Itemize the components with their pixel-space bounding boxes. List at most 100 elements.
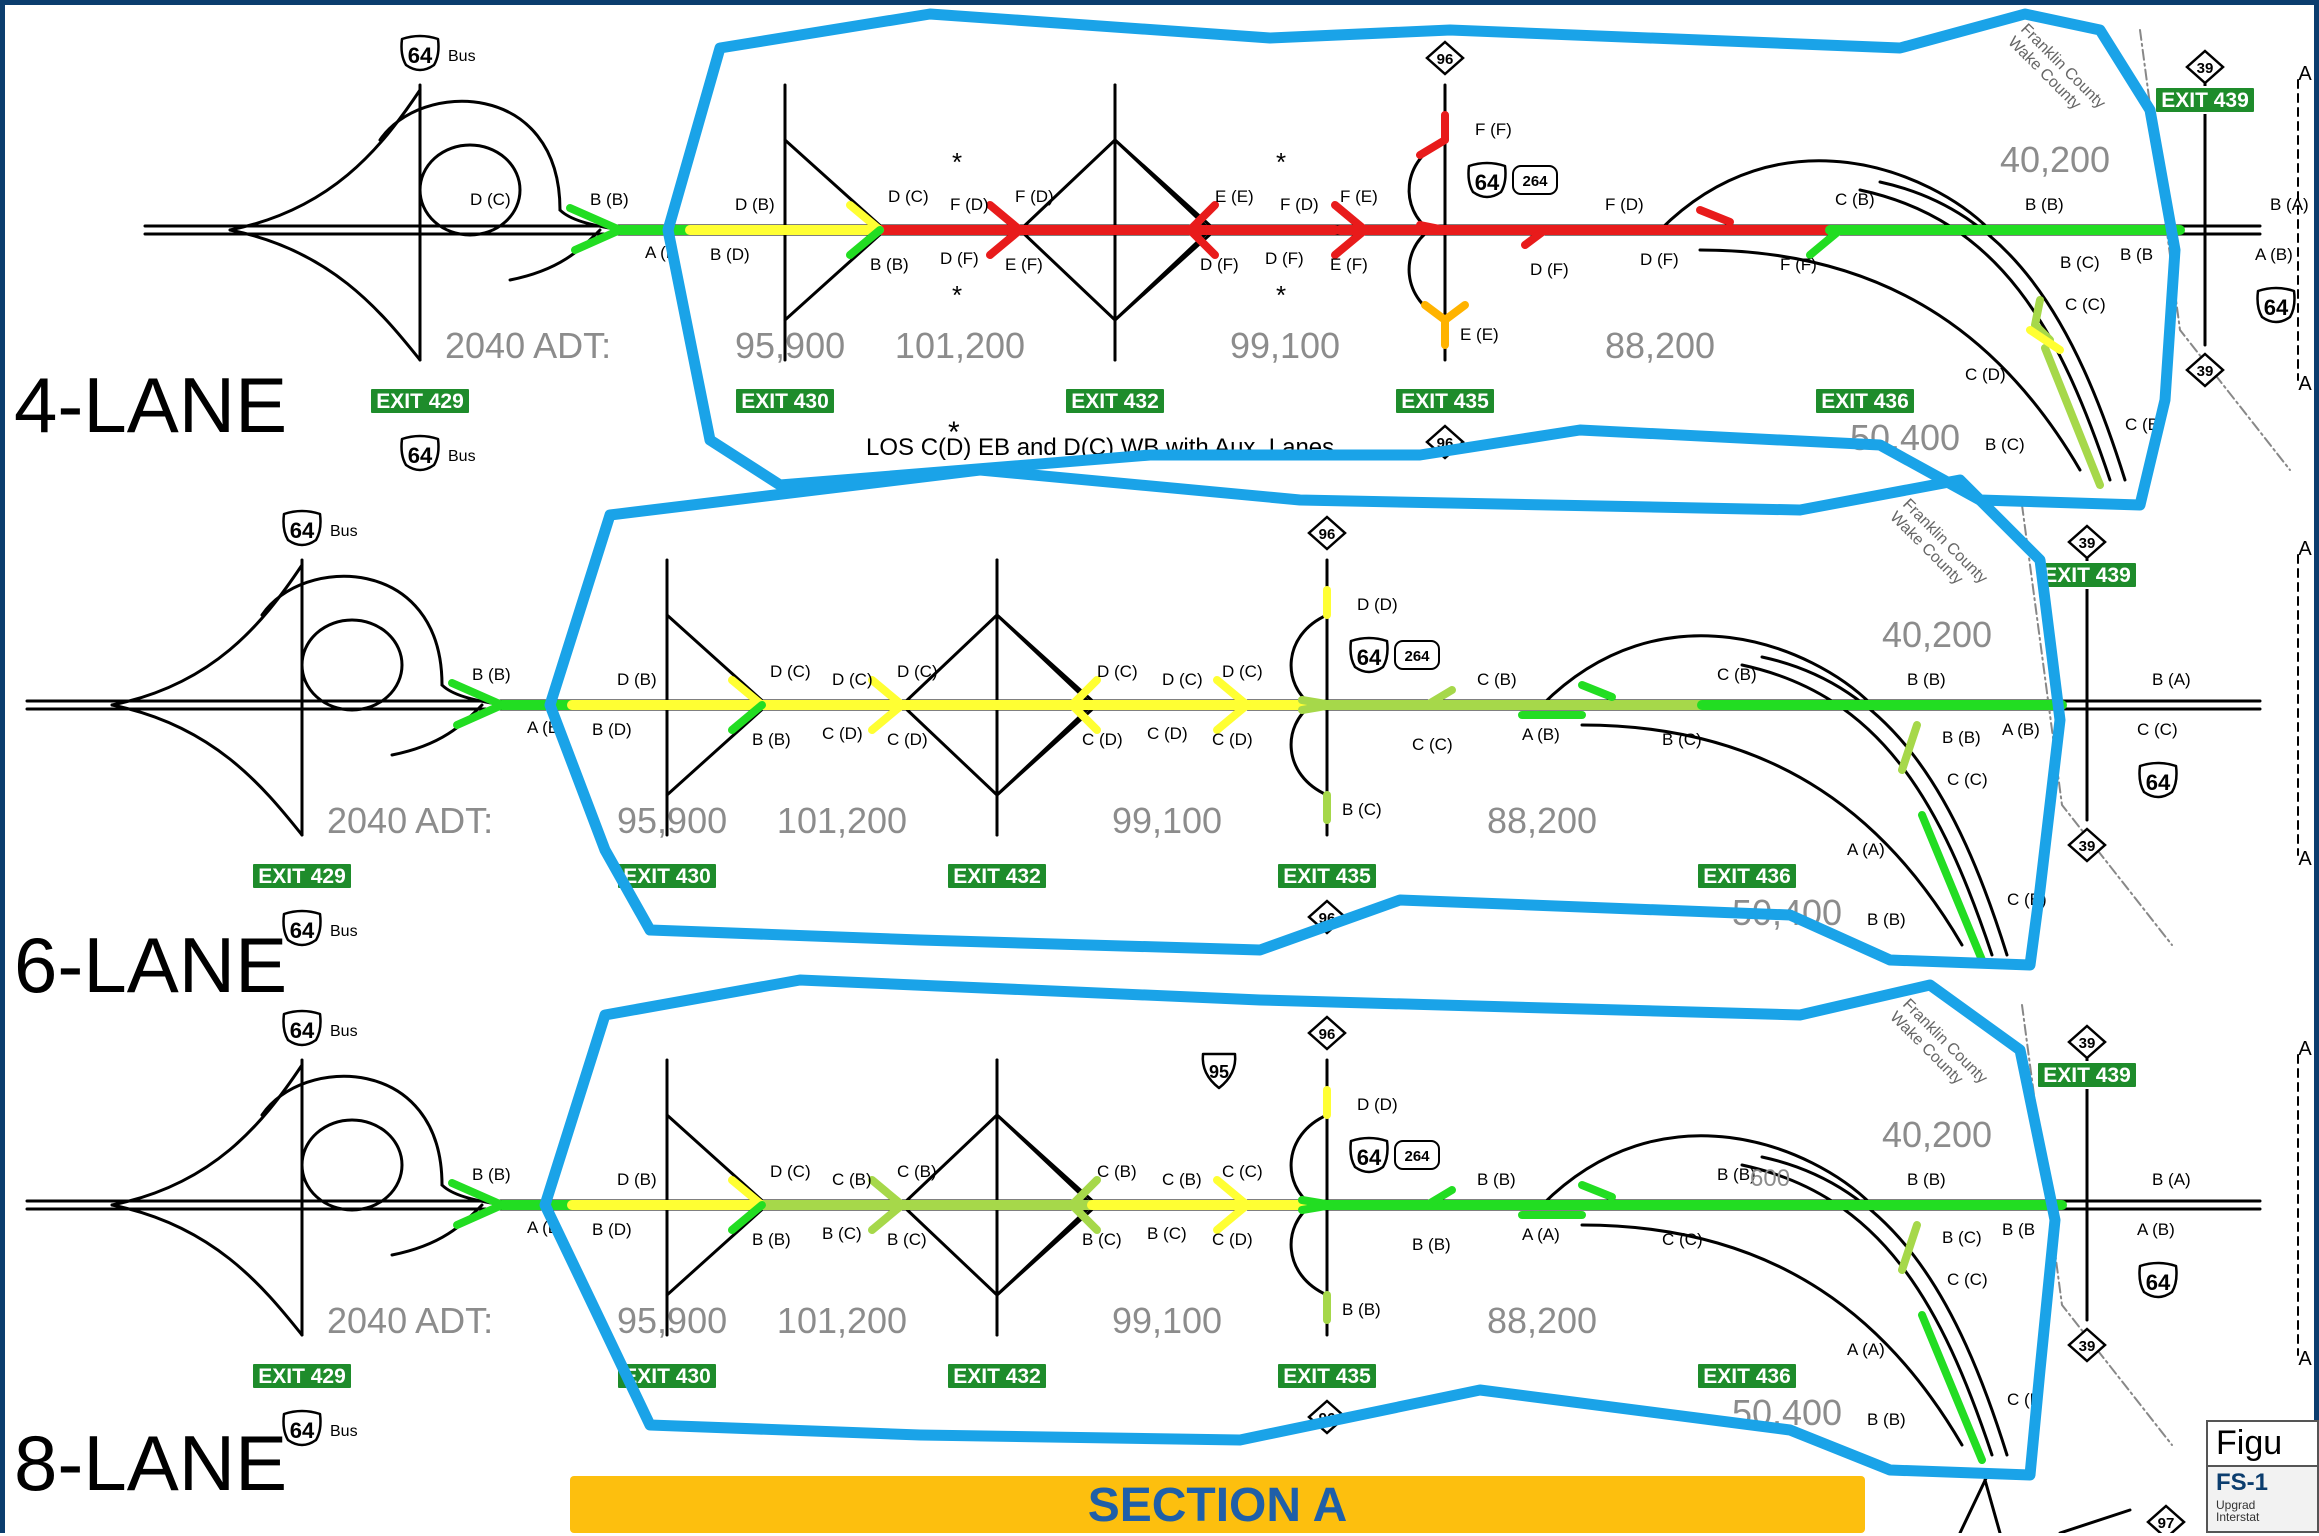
los-ramp	[566, 204, 624, 234]
extra-number: 600	[1750, 1165, 1790, 1192]
los-label-bottom: D (F)	[1640, 250, 1679, 269]
adt-volume: 101,200	[777, 800, 907, 841]
los-ramp	[1068, 1201, 1101, 1234]
los-label-top: C (B)	[897, 1162, 937, 1181]
los-label-top: D (C)	[470, 190, 511, 209]
los-ramp	[1918, 1311, 1986, 1464]
adt-volume: 99,100	[1230, 325, 1340, 366]
los-ramp	[1898, 721, 1921, 774]
los-label-top: D (B)	[735, 195, 775, 214]
diamond-outline	[2067, 1327, 2107, 1363]
loop-ramp	[418, 143, 522, 237]
exit-sign-bg	[2036, 1061, 2138, 1089]
los-label-top: C (B)	[1835, 190, 1875, 209]
los-label-bottom: B (D)	[592, 720, 632, 739]
panel-1: D (C)B (B)D (B)D (C)F (D)F (D)E (E)F (D)…	[143, 21, 2312, 489]
los-label-bottom: D (F)	[1200, 255, 1239, 274]
ramp	[783, 228, 887, 322]
los-label-bottom: D (F)	[1530, 260, 1569, 279]
los-ramp	[1068, 701, 1101, 734]
ramp	[1018, 228, 1117, 322]
los-label-bottom: C (C)	[1662, 1230, 1703, 1249]
los-label-top: C (B)	[832, 1170, 872, 1189]
los-ramp	[1416, 111, 1449, 159]
adt-volume: 101,200	[895, 325, 1025, 366]
ramp	[228, 88, 422, 232]
exit-sign-label: EXIT 430	[623, 865, 711, 888]
shield-number: 64	[2146, 770, 2171, 795]
ramp	[1289, 613, 1329, 707]
panel-2: B (B)D (B)D (C)D (C)D (C)D (C)D (C)D (C)…	[25, 496, 2312, 964]
figure-sub-1: Upgrad	[2216, 1498, 2256, 1512]
exit-sign-bg	[251, 1362, 353, 1390]
exit-sign-label: EXIT 430	[741, 390, 829, 413]
los-label-bottom: B (D)	[710, 245, 750, 264]
shield-number: 95	[1209, 1062, 1229, 1082]
los-label-top: B (A)	[2152, 1170, 2191, 1189]
los-label-bottom: E (F)	[1330, 255, 1368, 274]
ramp	[1958, 1468, 2132, 1533]
nc39-shield-icon: 39	[2067, 1024, 2107, 1060]
los-label-top: B (B)	[1907, 670, 1946, 689]
los-label-bottom: B (B)	[752, 730, 791, 749]
shield-outline	[1349, 636, 1389, 674]
highlight-outline-2	[544, 464, 2066, 971]
los-ramp	[1298, 1201, 1336, 1214]
ramp	[665, 1113, 769, 1207]
section-letter: A	[2298, 1348, 2312, 1370]
asterisk: *	[1276, 147, 1286, 177]
los-label-top: B (A)	[2270, 195, 2309, 214]
los-ramp	[1578, 1181, 1616, 1201]
los-label-bottom: B (C)	[822, 1224, 862, 1243]
los-ramp	[728, 1176, 766, 1209]
los-label-bottom: A (B)	[1522, 725, 1560, 744]
los-label-bottom: B (B)	[1412, 1235, 1451, 1254]
los-label-bottom: B (C)	[887, 1230, 927, 1249]
adt-volume: 88,200	[1605, 325, 1715, 366]
los-label-bottom: B (B)	[1342, 1300, 1381, 1319]
bus-label: Bus	[330, 1023, 358, 1040]
los-label-top: F (D)	[1280, 195, 1319, 214]
exit-sign-bg	[1276, 1362, 1378, 1390]
diamond-outline	[2185, 352, 2225, 388]
shield-outline	[1394, 640, 1440, 670]
los-ramp	[868, 676, 906, 709]
ramp	[110, 1203, 304, 1337]
nc39-shield-icon: 39	[2067, 524, 2107, 560]
los-ramp	[1331, 226, 1369, 259]
ramp	[1760, 655, 2009, 957]
ramp	[1540, 1134, 1874, 1207]
diamond-outline	[2067, 1024, 2107, 1060]
shield-number: 264	[1404, 648, 1430, 665]
ramp	[110, 563, 304, 707]
ramp	[1760, 1155, 2009, 1457]
adt-volume: 99,100	[1112, 800, 1222, 841]
los-label-bottom: B (C)	[1942, 1228, 1982, 1247]
los-label-bottom: F (F)	[1780, 255, 1817, 274]
exit-sign-label: EXIT 435	[1401, 390, 1489, 413]
us264-shield-icon: 264	[1512, 165, 1558, 195]
los-label-top: D (C)	[770, 1162, 811, 1181]
exit-sign: EXIT 429	[251, 1362, 353, 1390]
los-ramp	[1521, 226, 1549, 249]
exit-sign: EXIT 432	[946, 862, 1048, 890]
shield-number: 64	[2146, 1270, 2171, 1295]
shield-outline	[2256, 286, 2296, 324]
los-ramp	[453, 701, 506, 729]
adt-prefix: 2040 ADT:	[327, 1300, 493, 1341]
ramp	[1289, 1113, 1329, 1207]
los-ramp	[2041, 344, 2104, 489]
ramp	[1289, 1203, 1329, 1297]
ramp	[1698, 248, 2082, 472]
exit-sign-label: EXIT 432	[953, 1365, 1041, 1388]
los-label-bottom: B (C)	[1147, 1224, 1187, 1243]
diamond-outline	[1307, 1015, 1347, 1051]
ramp	[1580, 723, 1964, 947]
los-label-bottom: C (C)	[2137, 720, 2178, 739]
los-label-top: F (D)	[1605, 195, 1644, 214]
los-label-top: D (C)	[1097, 662, 1138, 681]
los-label-bottom: B (B)	[752, 1230, 791, 1249]
exit-sign-bg	[1696, 862, 1798, 890]
